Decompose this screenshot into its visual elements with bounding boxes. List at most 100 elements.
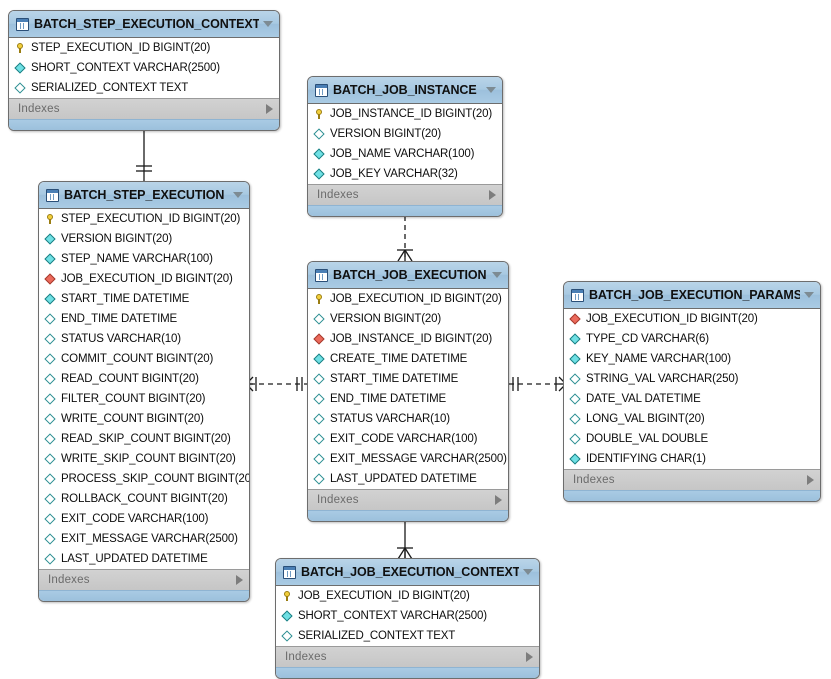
- column-row[interactable]: EXIT_MESSAGE VARCHAR(2500): [39, 529, 249, 549]
- hollow-diamond-icon: [314, 413, 325, 425]
- column-label: DATE_VAL DATETIME: [586, 393, 701, 405]
- column-label: FILTER_COUNT BIGINT(20): [61, 393, 206, 405]
- column-row[interactable]: JOB_EXECUTION_ID BIGINT(20): [276, 586, 539, 606]
- table-icon: [315, 83, 328, 97]
- table-batch_job_execution_params[interactable]: BATCH_JOB_EXECUTION_PARAMS JOB_EXECUTION_…: [563, 281, 821, 502]
- column-row[interactable]: EXIT_CODE VARCHAR(100): [308, 429, 508, 449]
- table-header-batch_job_execution_params[interactable]: BATCH_JOB_EXECUTION_PARAMS: [564, 282, 820, 309]
- table-header-batch_step_execution_context[interactable]: BATCH_STEP_EXECUTION_CONTEXT: [9, 11, 279, 38]
- chevron-right-icon[interactable]: [266, 104, 273, 114]
- column-row[interactable]: SERIALIZED_CONTEXT TEXT: [9, 78, 279, 98]
- column-row[interactable]: JOB_NAME VARCHAR(100): [308, 144, 502, 164]
- column-row[interactable]: JOB_KEY VARCHAR(32): [308, 164, 502, 184]
- filled-diamond-icon: [15, 62, 26, 74]
- column-row[interactable]: ROLLBACK_COUNT BIGINT(20): [39, 489, 249, 509]
- column-row[interactable]: STEP_EXECUTION_ID BIGINT(20): [9, 38, 279, 58]
- table-header-batch_job_execution[interactable]: BATCH_JOB_EXECUTION: [308, 262, 508, 289]
- indexes-section-batch_job_execution_context[interactable]: Indexes: [276, 646, 539, 667]
- column-row[interactable]: PROCESS_SKIP_COUNT BIGINT(20): [39, 469, 249, 489]
- chevron-down-icon[interactable]: [523, 569, 533, 575]
- chevron-down-icon[interactable]: [486, 87, 496, 93]
- column-row[interactable]: JOB_EXECUTION_ID BIGINT(20): [39, 269, 249, 289]
- column-row[interactable]: JOB_INSTANCE_ID BIGINT(20): [308, 329, 508, 349]
- chevron-right-icon[interactable]: [807, 475, 814, 485]
- column-row[interactable]: DOUBLE_VAL DOUBLE: [564, 429, 820, 449]
- hollow-diamond-icon: [314, 473, 325, 485]
- column-row[interactable]: VERSION BIGINT(20): [308, 124, 502, 144]
- column-row[interactable]: LAST_UPDATED DATETIME: [39, 549, 249, 569]
- column-row[interactable]: JOB_EXECUTION_ID BIGINT(20): [564, 309, 820, 329]
- table-icon: [315, 268, 328, 282]
- column-label: LONG_VAL BIGINT(20): [586, 413, 705, 425]
- hollow-diamond-icon: [45, 393, 56, 405]
- column-row[interactable]: SHORT_CONTEXT VARCHAR(2500): [9, 58, 279, 78]
- column-row[interactable]: WRITE_SKIP_COUNT BIGINT(20): [39, 449, 249, 469]
- column-label: VERSION BIGINT(20): [61, 233, 173, 245]
- chevron-right-icon[interactable]: [526, 652, 533, 662]
- hollow-diamond-icon: [570, 413, 581, 425]
- column-row[interactable]: READ_SKIP_COUNT BIGINT(20): [39, 429, 249, 449]
- chevron-down-icon[interactable]: [492, 272, 502, 278]
- column-row[interactable]: SHORT_CONTEXT VARCHAR(2500): [276, 606, 539, 626]
- column-row[interactable]: JOB_EXECUTION_ID BIGINT(20): [308, 289, 508, 309]
- column-row[interactable]: START_TIME DATETIME: [308, 369, 508, 389]
- column-row[interactable]: STRING_VAL VARCHAR(250): [564, 369, 820, 389]
- column-row[interactable]: VERSION BIGINT(20): [39, 229, 249, 249]
- column-row[interactable]: FILTER_COUNT BIGINT(20): [39, 389, 249, 409]
- column-row[interactable]: CREATE_TIME DATETIME: [308, 349, 508, 369]
- column-row[interactable]: LONG_VAL BIGINT(20): [564, 409, 820, 429]
- column-row[interactable]: END_TIME DATETIME: [308, 389, 508, 409]
- column-row[interactable]: WRITE_COUNT BIGINT(20): [39, 409, 249, 429]
- column-row[interactable]: SERIALIZED_CONTEXT TEXT: [276, 626, 539, 646]
- indexes-section-batch_job_execution_params[interactable]: Indexes: [564, 469, 820, 490]
- indexes-section-batch_step_execution_context[interactable]: Indexes: [9, 98, 279, 119]
- column-row[interactable]: JOB_INSTANCE_ID BIGINT(20): [308, 104, 502, 124]
- table-header-batch_step_execution[interactable]: BATCH_STEP_EXECUTION: [39, 182, 249, 209]
- hollow-diamond-icon: [45, 413, 56, 425]
- column-row[interactable]: COMMIT_COUNT BIGINT(20): [39, 349, 249, 369]
- column-row[interactable]: STEP_EXECUTION_ID BIGINT(20): [39, 209, 249, 229]
- column-row[interactable]: KEY_NAME VARCHAR(100): [564, 349, 820, 369]
- column-row[interactable]: READ_COUNT BIGINT(20): [39, 369, 249, 389]
- column-row[interactable]: STATUS VARCHAR(10): [39, 329, 249, 349]
- column-row[interactable]: STEP_NAME VARCHAR(100): [39, 249, 249, 269]
- chevron-down-icon[interactable]: [804, 292, 814, 298]
- column-row[interactable]: START_TIME DATETIME: [39, 289, 249, 309]
- chevron-down-icon[interactable]: [233, 192, 243, 198]
- column-row[interactable]: LAST_UPDATED DATETIME: [308, 469, 508, 489]
- indexes-section-batch_job_instance[interactable]: Indexes: [308, 184, 502, 205]
- column-row[interactable]: VERSION BIGINT(20): [308, 309, 508, 329]
- table-name: BATCH_JOB_EXECUTION_PARAMS: [589, 288, 800, 302]
- fk-diamond-icon: [45, 273, 56, 285]
- indexes-section-batch_job_execution[interactable]: Indexes: [308, 489, 508, 510]
- hollow-diamond-icon: [282, 630, 293, 642]
- column-row[interactable]: STATUS VARCHAR(10): [308, 409, 508, 429]
- column-label: ROLLBACK_COUNT BIGINT(20): [61, 493, 228, 505]
- column-row[interactable]: DATE_VAL DATETIME: [564, 389, 820, 409]
- hollow-diamond-icon: [570, 393, 581, 405]
- chevron-right-icon[interactable]: [495, 495, 502, 505]
- column-row[interactable]: EXIT_CODE VARCHAR(100): [39, 509, 249, 529]
- table-header-batch_job_instance[interactable]: BATCH_JOB_INSTANCE: [308, 77, 502, 104]
- column-label: STATUS VARCHAR(10): [61, 333, 181, 345]
- column-row[interactable]: TYPE_CD VARCHAR(6): [564, 329, 820, 349]
- column-row[interactable]: END_TIME DATETIME: [39, 309, 249, 329]
- column-label: VERSION BIGINT(20): [330, 128, 442, 140]
- column-label: STATUS VARCHAR(10): [330, 413, 450, 425]
- chevron-right-icon[interactable]: [489, 190, 496, 200]
- relationship-job-execution-step-execution: [245, 376, 307, 392]
- column-row[interactable]: EXIT_MESSAGE VARCHAR(2500): [308, 449, 508, 469]
- table-header-batch_job_execution_context[interactable]: BATCH_JOB_EXECUTION_CONTEXT: [276, 559, 539, 586]
- hollow-diamond-icon: [45, 473, 56, 485]
- column-label: LAST_UPDATED DATETIME: [330, 473, 477, 485]
- key-icon: [314, 108, 325, 120]
- column-row[interactable]: IDENTIFYING CHAR(1): [564, 449, 820, 469]
- chevron-down-icon[interactable]: [263, 21, 273, 27]
- chevron-right-icon[interactable]: [236, 575, 243, 585]
- indexes-section-batch_step_execution[interactable]: Indexes: [39, 569, 249, 590]
